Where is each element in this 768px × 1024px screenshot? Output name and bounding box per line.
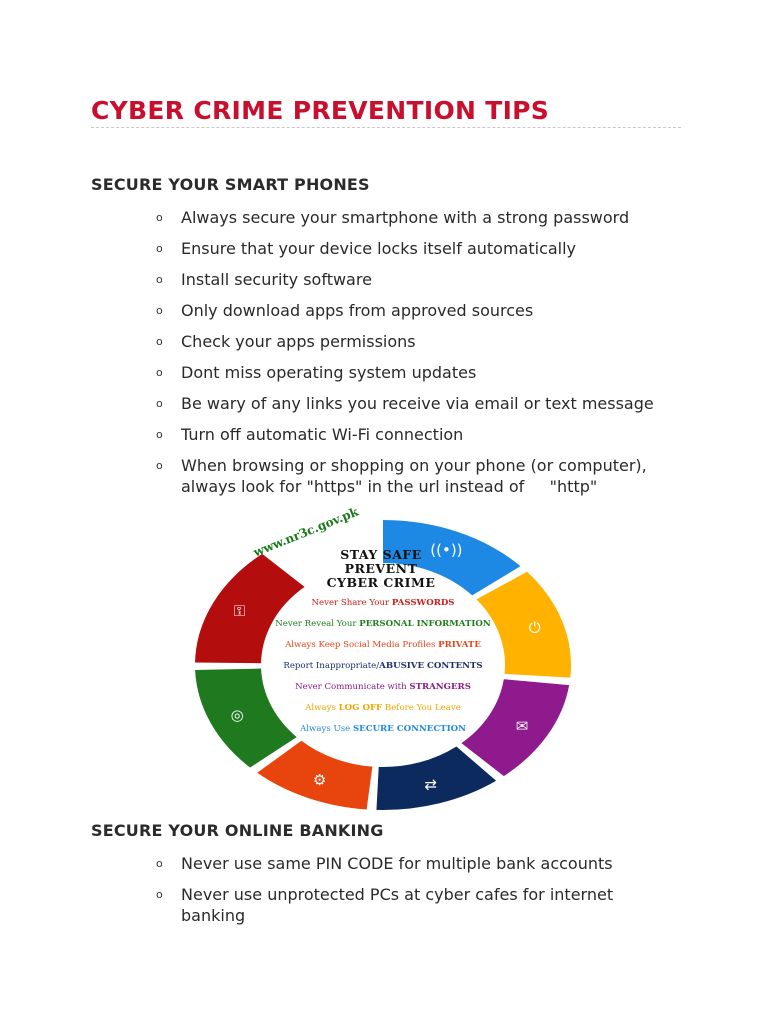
link-icon: ⇄ [425,776,438,794]
fingerprint-icon: ◎ [231,706,244,724]
list-item-text: Be wary of any links you receive via ema… [181,394,654,413]
headline-line-3: CYBER CRIME [326,575,436,590]
message-icon: ✉ [516,717,529,735]
bullet-marker: o [156,428,163,441]
list-item-text: Never use same PIN CODE for multiple ban… [181,854,613,873]
bullet-marker: o [156,273,163,286]
tip-line: Always LOG OFF Before You Leave [305,703,461,713]
tip-line: Report Inappropriate/ABUSIVE CONTENTS [283,661,483,671]
title-divider [91,127,681,128]
bullet-marker: o [156,888,163,901]
bullet-marker: o [156,211,163,224]
bullet-marker: o [156,242,163,255]
list-item-text: Ensure that your device locks itself aut… [181,239,577,258]
ring-graphic: ((•)) ⏻ ✉ ⇄ ⚙ ◎ ⚿ [195,520,571,810]
ring-segment [476,571,571,678]
tip-line: Never Communicate with STRANGERS [295,682,471,692]
tip-line: Always Use SECURE CONNECTION [300,724,466,734]
list-item-text: Check your apps permissions [181,332,416,351]
lock-icon: ⚿ [234,602,245,620]
bullet-marker: o [156,857,163,870]
bullet-marker: o [156,397,163,410]
list-item-text: Only download apps from approved sources [181,301,534,320]
stay-safe-infographic: ((•))⏻✉⇄⚙◎⚿ www.nr3c.gov.pk STAY SAFE PR… [188,505,578,814]
tip-line: Never Reveal Your PERSONAL INFORMATION [275,619,491,629]
headline-line-2: PREVENT [344,561,418,576]
list-item-text: When browsing or shopping on your phone … [181,456,647,496]
bullet-marker: o [156,366,163,379]
gear-icon: ⚙ [313,771,326,789]
headline-line-1: STAY SAFE [340,547,422,562]
section-heading-online-banking: SECURE YOUR ONLINE BANKING [91,821,384,840]
ring-segment [376,746,497,810]
ring-segment [461,679,570,777]
section-heading-smart-phones: SECURE YOUR SMART PHONES [91,175,370,194]
ring-segment [195,668,297,768]
ring-segment [195,553,305,664]
wifi-icon: ((•)) [430,541,462,559]
list-item-text: Dont miss operating system updates [181,363,477,382]
bullet-marker: o [156,304,163,317]
bullet-marker: o [156,459,163,472]
list-item-text: Never use unprotected PCs at cyber cafes… [181,885,614,925]
list-item-text: Turn off automatic Wi-Fi connection [181,425,464,444]
list-item-text: Always secure your smartphone with a str… [181,208,630,227]
list-item-text: Install security software [181,270,372,289]
ring-segment [257,740,373,810]
tip-line: Never Share Your PASSWORDS [311,598,455,608]
tip-line: Always Keep Social Media Profiles PRIVAT… [285,640,481,650]
ring-segment [383,520,521,596]
page-title: CYBER CRIME PREVENTION TIPS [91,96,550,125]
power-icon: ⏻ [529,618,541,636]
bullet-marker: o [156,335,163,348]
